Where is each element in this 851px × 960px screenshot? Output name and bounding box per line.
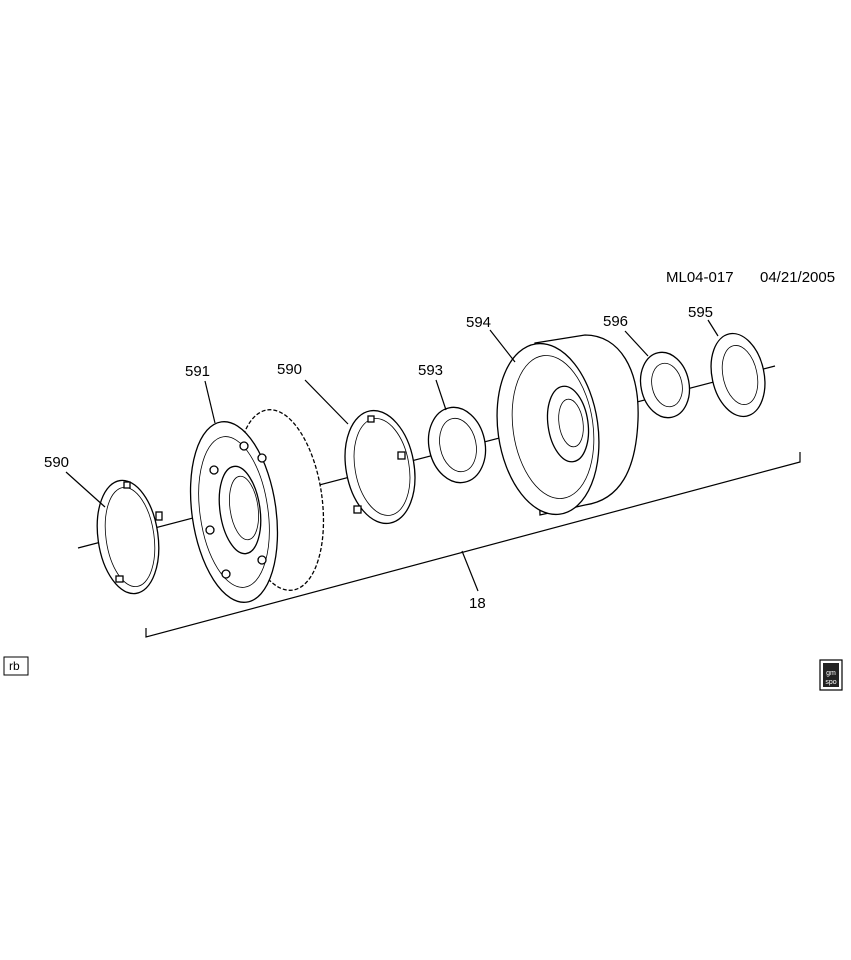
callout-594: 594 (466, 314, 491, 331)
callout-593: 593 (418, 362, 443, 379)
part-596-washer (639, 351, 691, 419)
part-595-washer (710, 332, 766, 418)
rb-tag-label: rb (9, 659, 20, 673)
callout-18: 18 (469, 595, 486, 612)
leader-593 (435, 379, 447, 411)
part-591-gear-hub (189, 409, 325, 603)
part-590-mid-washer (344, 409, 416, 525)
leader-590-mid (304, 379, 349, 425)
part-590-left-washer (96, 479, 163, 595)
callout-596: 596 (603, 313, 628, 330)
leader-595 (707, 319, 719, 337)
leader-596 (624, 330, 649, 357)
logo-spo: spo (825, 679, 836, 686)
part-593-thrust-bearing (427, 406, 487, 484)
gm-spo-logo: gm spo (819, 659, 843, 691)
diagram-code: ML04-017 (666, 269, 734, 286)
logo-gm: gm (826, 670, 836, 677)
callout-590-left: 590 (44, 454, 69, 471)
part-594-internal-gear (496, 334, 639, 516)
callout-591: 591 (185, 363, 210, 380)
leader-594 (489, 329, 516, 363)
leader-18 (461, 550, 479, 592)
callout-590-mid: 590 (277, 361, 302, 378)
diagram-date: 04/21/2005 (760, 269, 835, 286)
leader-591 (204, 380, 216, 424)
rb-tag: rb (3, 656, 29, 676)
leader-590-left (65, 471, 106, 508)
assembly-bracket (145, 452, 801, 638)
callout-595: 595 (688, 304, 713, 321)
